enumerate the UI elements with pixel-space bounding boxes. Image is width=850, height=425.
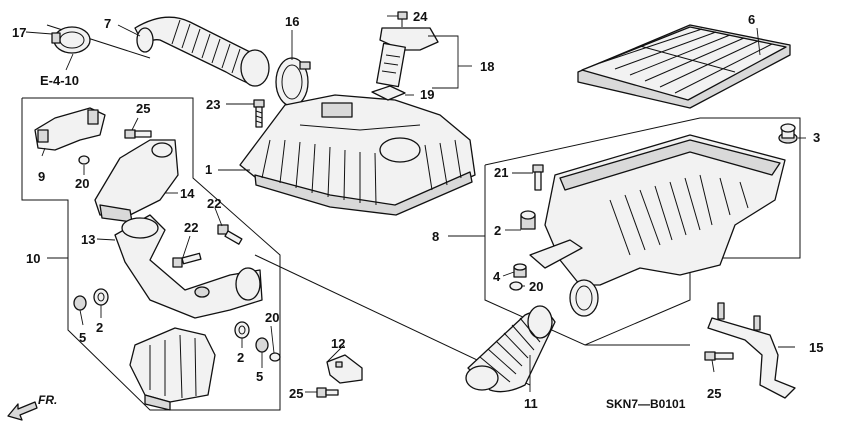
callout-14: 14 bbox=[180, 186, 195, 201]
front-direction-label: FR. bbox=[38, 393, 57, 407]
air-cleaner-element-part bbox=[577, 24, 791, 109]
front-direction-arrow: FR. bbox=[7, 393, 57, 421]
callout-25-bottom: 25 bbox=[289, 386, 303, 401]
bolt-25-left-part bbox=[124, 129, 152, 139]
callout-23: 23 bbox=[206, 97, 220, 112]
drawing-code: SKN7—B0101 bbox=[606, 397, 686, 411]
section-reference: E-4-10 bbox=[40, 73, 79, 88]
group-outline-left bbox=[21, 97, 281, 411]
callout-5-middle: 5 bbox=[256, 369, 263, 384]
bolt-22-upper-part bbox=[217, 224, 243, 245]
intake-duct-part bbox=[114, 214, 263, 319]
washer-20-right-part bbox=[509, 281, 523, 291]
callout-18: 18 bbox=[480, 59, 494, 74]
callout-11: 11 bbox=[524, 396, 538, 411]
leader-lines bbox=[25, 15, 806, 393]
collar-5-middle-part bbox=[255, 337, 269, 353]
bolt-22-lower-part bbox=[172, 252, 202, 268]
callout-10: 10 bbox=[26, 251, 40, 266]
front-arrow-icon bbox=[7, 401, 38, 421]
air-cleaner-cover-part bbox=[239, 94, 476, 216]
callout-2-middle: 2 bbox=[237, 350, 244, 365]
air-tube-part bbox=[465, 305, 556, 393]
resonator-housing-part bbox=[129, 327, 216, 411]
washer-20-left-part bbox=[78, 155, 90, 165]
bolt-25-middle-part bbox=[316, 387, 339, 398]
callout-12: 12 bbox=[331, 336, 345, 351]
callout-25-upper-left: 25 bbox=[136, 101, 150, 116]
callout-1: 1 bbox=[205, 162, 212, 177]
callout-25-right: 25 bbox=[707, 386, 721, 401]
callout-13: 13 bbox=[81, 232, 95, 247]
grommet-2-left-part bbox=[93, 288, 109, 306]
collar-4-part bbox=[513, 263, 527, 278]
callout-19: 19 bbox=[420, 87, 434, 102]
bracket-stay-part bbox=[707, 302, 796, 399]
callout-22-lower: 22 bbox=[184, 220, 198, 235]
callout-17: 17 bbox=[12, 25, 26, 40]
hose-clamp-part bbox=[51, 26, 91, 54]
bolt-21-part bbox=[532, 164, 544, 191]
bolt-25-right-part bbox=[704, 351, 734, 361]
callout-8: 8 bbox=[432, 229, 439, 244]
intake-hose-part bbox=[134, 16, 270, 87]
callout-16: 16 bbox=[285, 14, 299, 29]
washer-20-middle-part bbox=[269, 352, 281, 362]
callout-21: 21 bbox=[494, 165, 508, 180]
callout-2-left: 2 bbox=[96, 320, 103, 335]
air-flow-sensor-part bbox=[376, 27, 439, 88]
resonator-bracket-part bbox=[34, 107, 106, 151]
screw-24-part bbox=[397, 11, 408, 27]
callout-9: 9 bbox=[38, 169, 45, 184]
callout-22-upper: 22 bbox=[207, 196, 221, 211]
grommet-2-right-part bbox=[520, 210, 536, 230]
bolt-23-part bbox=[253, 99, 265, 128]
callout-4: 4 bbox=[493, 269, 501, 284]
bracket-12-part bbox=[326, 354, 363, 384]
air-cleaner-case-part bbox=[529, 134, 786, 317]
grommet-3-part bbox=[778, 123, 798, 144]
callout-20-middle: 20 bbox=[265, 310, 279, 325]
callout-20-right: 20 bbox=[529, 279, 543, 294]
callout-3: 3 bbox=[813, 130, 820, 145]
band-clamp-part bbox=[275, 57, 311, 107]
collar-5-left-part bbox=[73, 295, 87, 311]
callout-7: 7 bbox=[104, 16, 111, 31]
callout-5-left: 5 bbox=[79, 330, 86, 345]
callout-24: 24 bbox=[413, 9, 428, 24]
callout-labels: 17 7 E-4-10 16 24 6 18 19 23 25 3 1 9 20… bbox=[12, 9, 823, 411]
sensor-gasket-part bbox=[371, 85, 406, 101]
callout-15: 15 bbox=[809, 340, 823, 355]
resonator-chamber-part bbox=[94, 139, 179, 223]
callout-20-left: 20 bbox=[75, 176, 89, 191]
grommet-2-middle-part bbox=[234, 321, 250, 339]
callout-6: 6 bbox=[748, 12, 755, 27]
callout-2-right: 2 bbox=[494, 223, 501, 238]
